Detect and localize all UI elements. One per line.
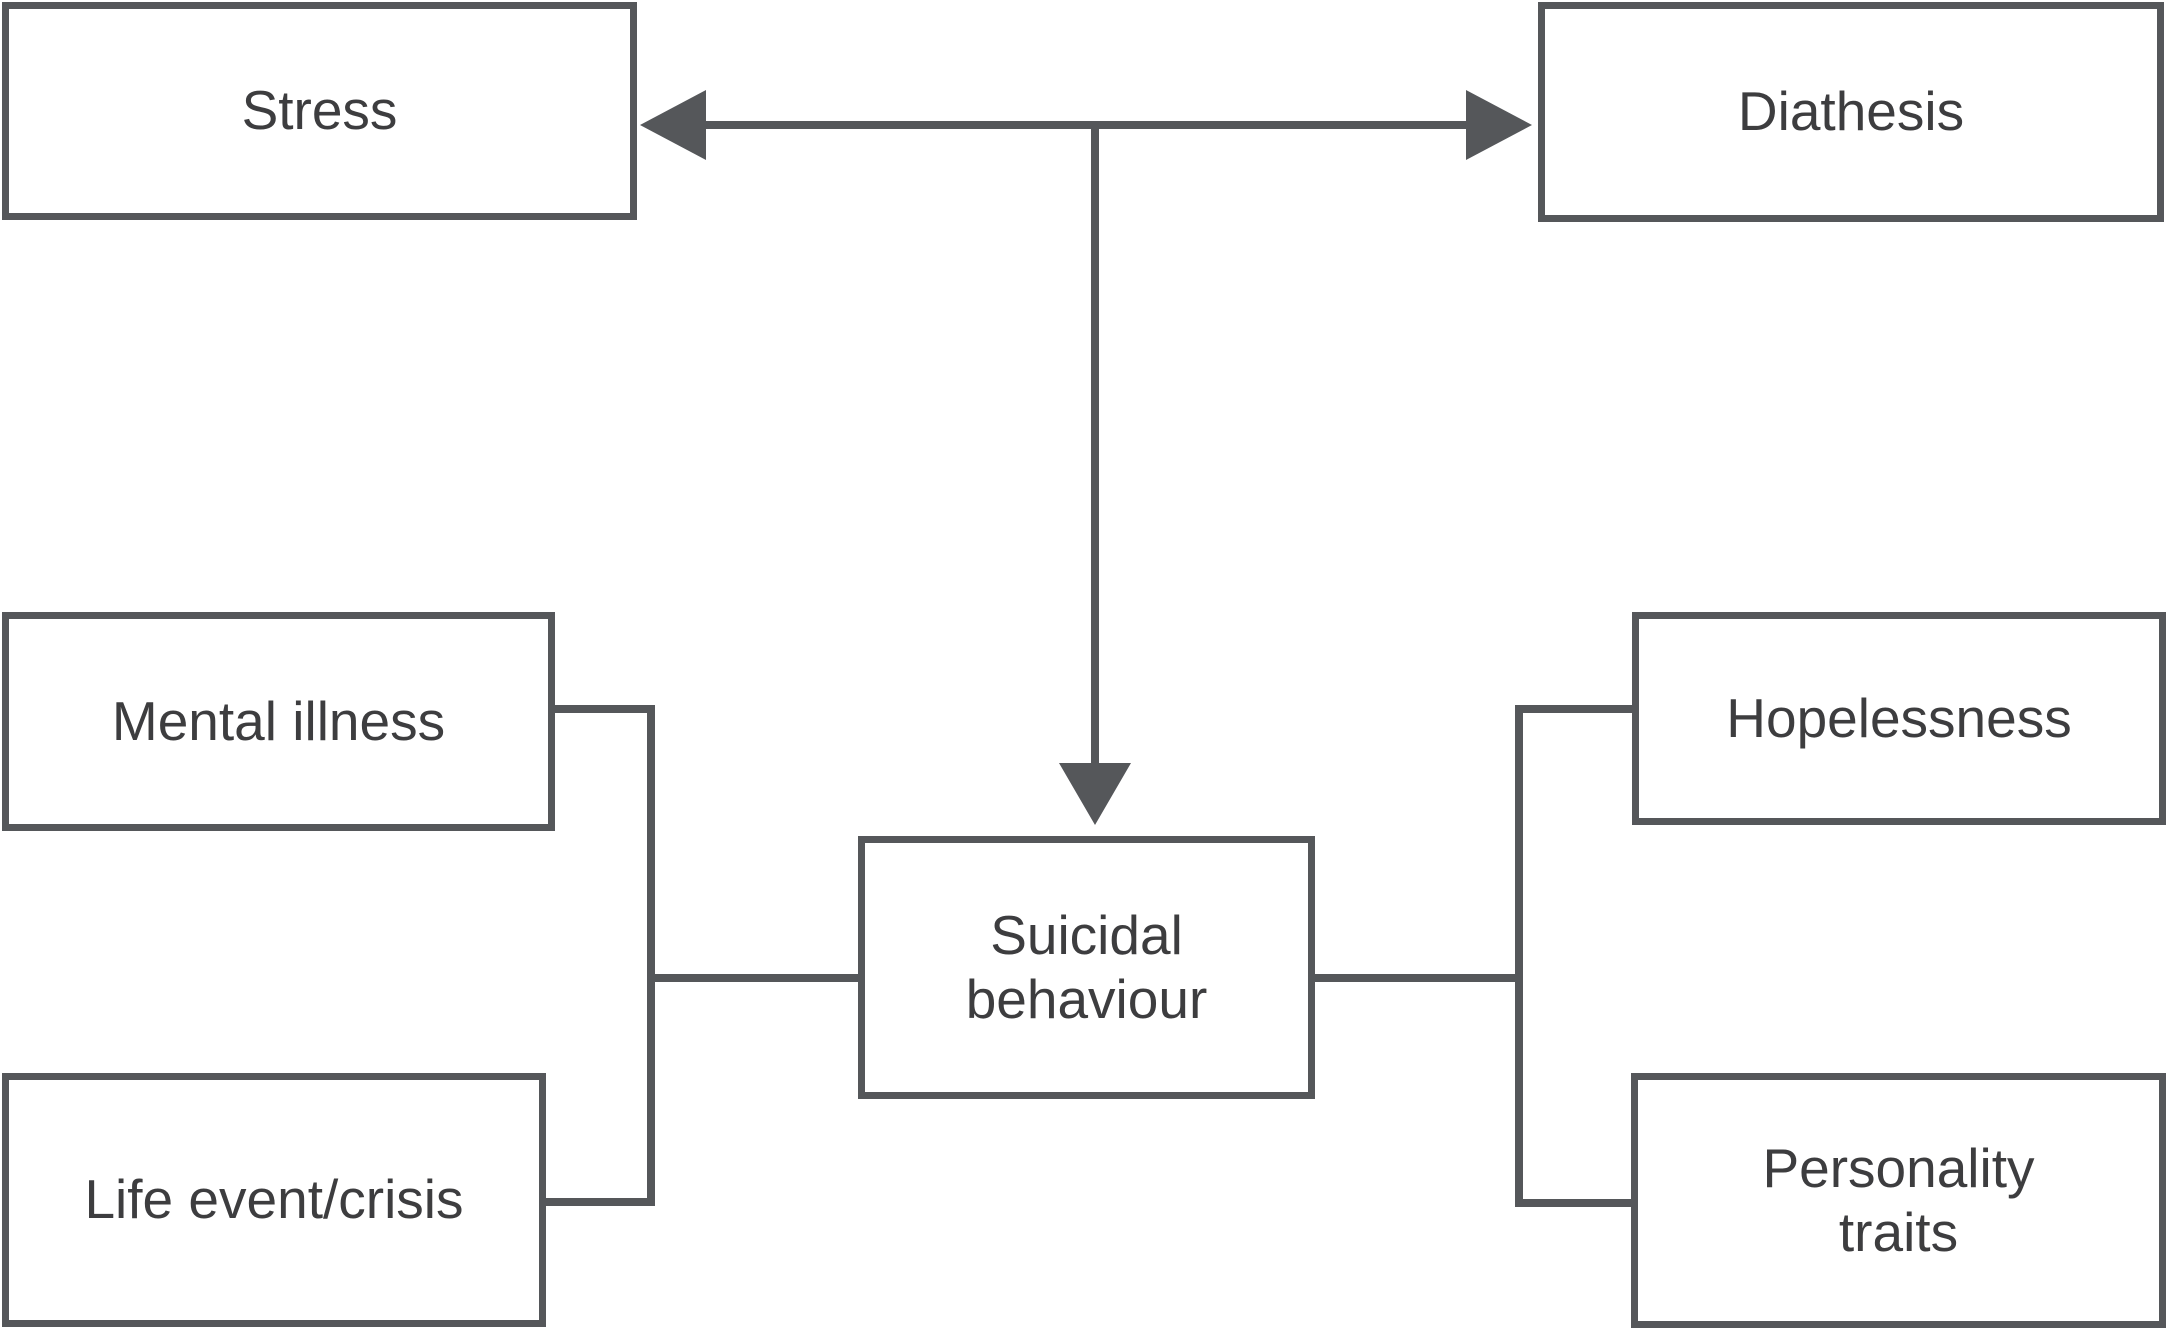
right-vertical-line	[1515, 705, 1523, 1207]
node-life-event-crisis-label: Life event/crisis	[84, 1168, 464, 1231]
node-diathesis: Diathesis	[1538, 2, 2164, 222]
node-life-event-crisis: Life event/crisis	[2, 1073, 546, 1327]
interaction-to-suicidal-line	[1091, 121, 1099, 765]
arrowhead-left-icon	[640, 90, 706, 160]
left-to-suicidal-line	[650, 974, 858, 982]
node-stress-label: Stress	[241, 79, 398, 142]
left-vertical-line	[647, 705, 655, 1206]
stress-diathesis-arrow-line	[700, 121, 1470, 129]
node-mental-illness: Mental illness	[2, 612, 555, 831]
mental-illness-stub-line	[548, 705, 651, 713]
life-event-stub-line	[543, 1198, 651, 1206]
node-mental-illness-label: Mental illness	[111, 689, 446, 752]
hopelessness-stub-line	[1515, 705, 1635, 713]
arrowhead-right-icon	[1466, 90, 1532, 160]
node-suicidal-behaviour-label: Suicidal behaviour	[965, 903, 1208, 1030]
node-stress: Stress	[2, 2, 637, 220]
node-suicidal-behaviour: Suicidal behaviour	[858, 836, 1315, 1099]
personality-stub-line	[1515, 1199, 1633, 1207]
node-personality-traits: Personality traits	[1631, 1073, 2166, 1328]
right-to-suicidal-line	[1315, 974, 1520, 982]
arrowhead-down-icon	[1059, 763, 1131, 825]
node-diathesis-label: Diathesis	[1737, 80, 1965, 143]
node-hopelessness-label: Hopelessness	[1726, 686, 2072, 749]
node-hopelessness: Hopelessness	[1632, 612, 2166, 825]
node-personality-traits-label: Personality traits	[1762, 1136, 2035, 1263]
